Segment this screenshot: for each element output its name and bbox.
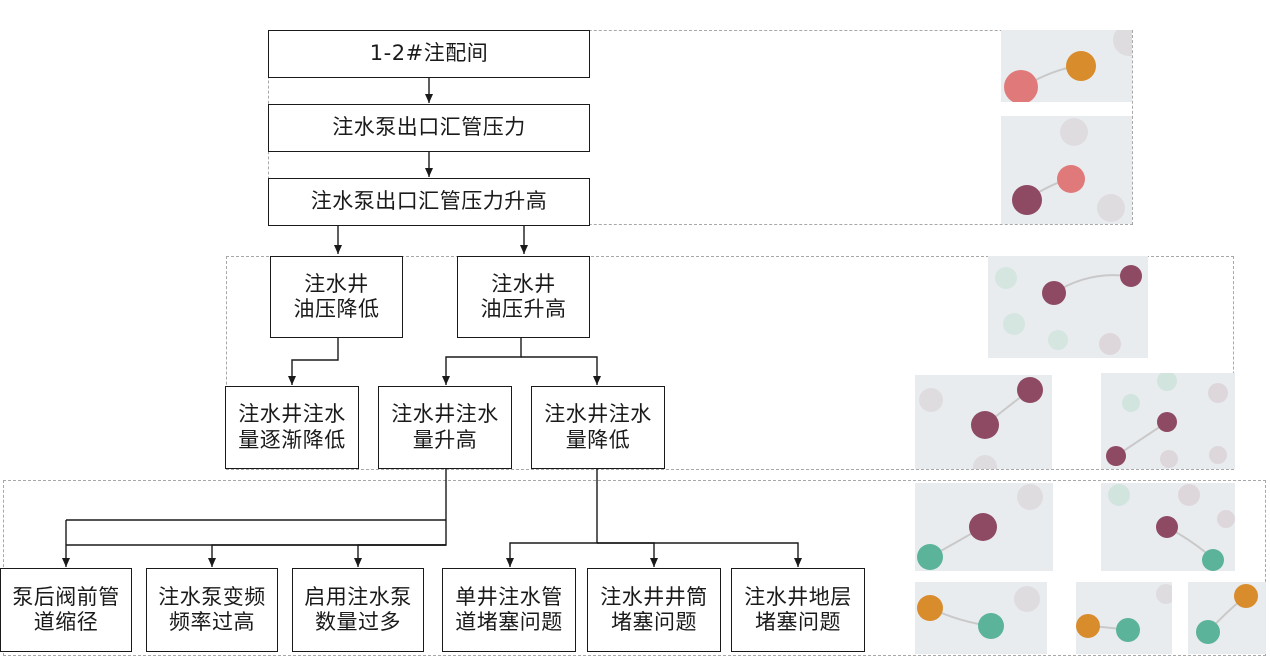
graph-thumbnail <box>1101 373 1235 469</box>
graph-thumbnail-image <box>917 586 1040 639</box>
node-cause-pump-frequency: 注水泵变频 频率过高 <box>146 568 278 652</box>
node-well-oil-pressure-rise: 注水井 油压升高 <box>457 256 590 338</box>
graph-thumbnail <box>1076 582 1172 654</box>
node-cause-wellbore: 注水井井筒 堵塞问题 <box>587 568 721 652</box>
graph-thumbnail-image <box>1108 484 1235 571</box>
graph-thumbnail-image <box>1106 373 1228 468</box>
graph-thumbnail-image <box>1012 118 1125 222</box>
graph-thumbnail <box>915 375 1052 469</box>
graph-thumbnail <box>1188 582 1266 654</box>
node-station: 1-2#注配间 <box>268 30 590 78</box>
node-injection-rise: 注水井注水 量升高 <box>378 386 512 469</box>
graph-thumbnail-image <box>919 377 1043 469</box>
graph-thumbnail <box>1101 483 1235 571</box>
edge-oilrise-split <box>442 338 522 385</box>
node-injection-gradual-drop: 注水井注水 量逐渐降低 <box>225 386 359 469</box>
node-well-oil-pressure-drop: 注水井 油压降低 <box>270 256 403 338</box>
node-cause-formation: 注水井地层 堵塞问题 <box>731 568 865 652</box>
edge-branch-3 <box>354 544 446 567</box>
edge-branch-5 <box>597 542 658 567</box>
edge-oilrise-to-injdrop <box>521 356 601 385</box>
edge-injdrop-trunk <box>506 469 598 567</box>
node-cause-single-well-pipe: 单井注水管 道堵塞问题 <box>442 568 576 652</box>
graph-thumbnail <box>915 483 1053 571</box>
graph-thumbnail <box>1001 30 1132 102</box>
edge-injrise-trunk <box>66 469 447 546</box>
node-pump-pressure: 注水泵出口汇管压力 <box>268 104 590 152</box>
node-pump-pressure-rise: 注水泵出口汇管压力升高 <box>268 178 590 226</box>
graph-thumbnail <box>915 582 1047 654</box>
edge-branch-2 <box>208 544 446 567</box>
graph-thumbnail-image <box>1004 30 1132 102</box>
edge-branch-6 <box>597 542 802 567</box>
edge-drop-to-gradual <box>288 338 339 385</box>
graph-thumbnail-image <box>1196 584 1258 644</box>
node-cause-valve-diameter: 泵后阀前管 道缩径 <box>0 568 132 652</box>
node-cause-pump-count: 启用注水泵 数量过多 <box>292 568 424 652</box>
group-well <box>226 256 1234 470</box>
graph-thumbnail <box>1001 116 1132 224</box>
graph-thumbnail-image <box>995 265 1142 355</box>
graph-thumbnail <box>988 256 1148 358</box>
graph-thumbnail-image <box>1076 584 1172 642</box>
node-injection-drop: 注水井注水 量降低 <box>531 386 665 469</box>
graph-thumbnail-image <box>917 484 1043 570</box>
